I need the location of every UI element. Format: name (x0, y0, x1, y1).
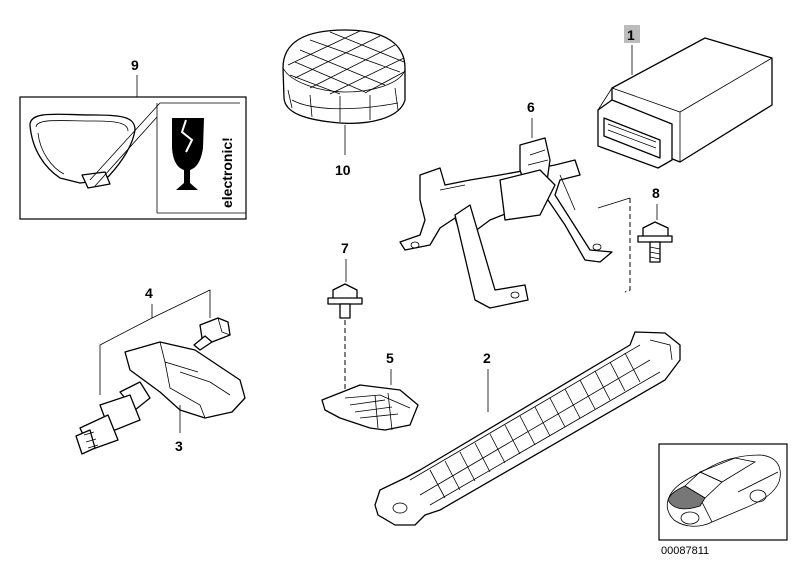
callout-10: 10 (335, 162, 351, 178)
callout-7: 7 (341, 240, 349, 256)
part-9-warning-label: electronic! (19, 96, 247, 220)
callout-3: 3 (175, 438, 183, 454)
leader-4 (99, 289, 211, 395)
part-4-sensor-bolt (193, 317, 231, 351)
part-8-bolt (637, 221, 673, 263)
part-3-valve-stem (75, 381, 151, 455)
part-7-screw (327, 283, 363, 319)
part-5-clip (321, 384, 419, 431)
callout-2: 2 (483, 350, 491, 366)
fragile-glass-icon (172, 118, 204, 190)
part-10-cap (282, 29, 406, 124)
callout-8: 8 (652, 185, 660, 201)
dash-line-8 (624, 198, 631, 293)
car-thumbnail (658, 443, 788, 541)
part-2-strap (374, 331, 681, 526)
callout-6: 6 (527, 99, 535, 115)
leader-6-8 (597, 197, 631, 209)
electronic-warning-text: electronic! (219, 137, 235, 208)
callout-1: 1 (627, 27, 635, 43)
callout-4: 4 (145, 285, 153, 301)
part-3-sensor-body (124, 341, 246, 419)
part-1-control-module (597, 37, 773, 169)
diagram-number: 00087811 (661, 545, 709, 557)
callout-1-highlight (624, 25, 640, 43)
part-6-bracket (399, 137, 613, 309)
callout-5: 5 (386, 350, 394, 366)
callout-9: 9 (131, 57, 139, 73)
thumbnail-frame (658, 443, 788, 541)
